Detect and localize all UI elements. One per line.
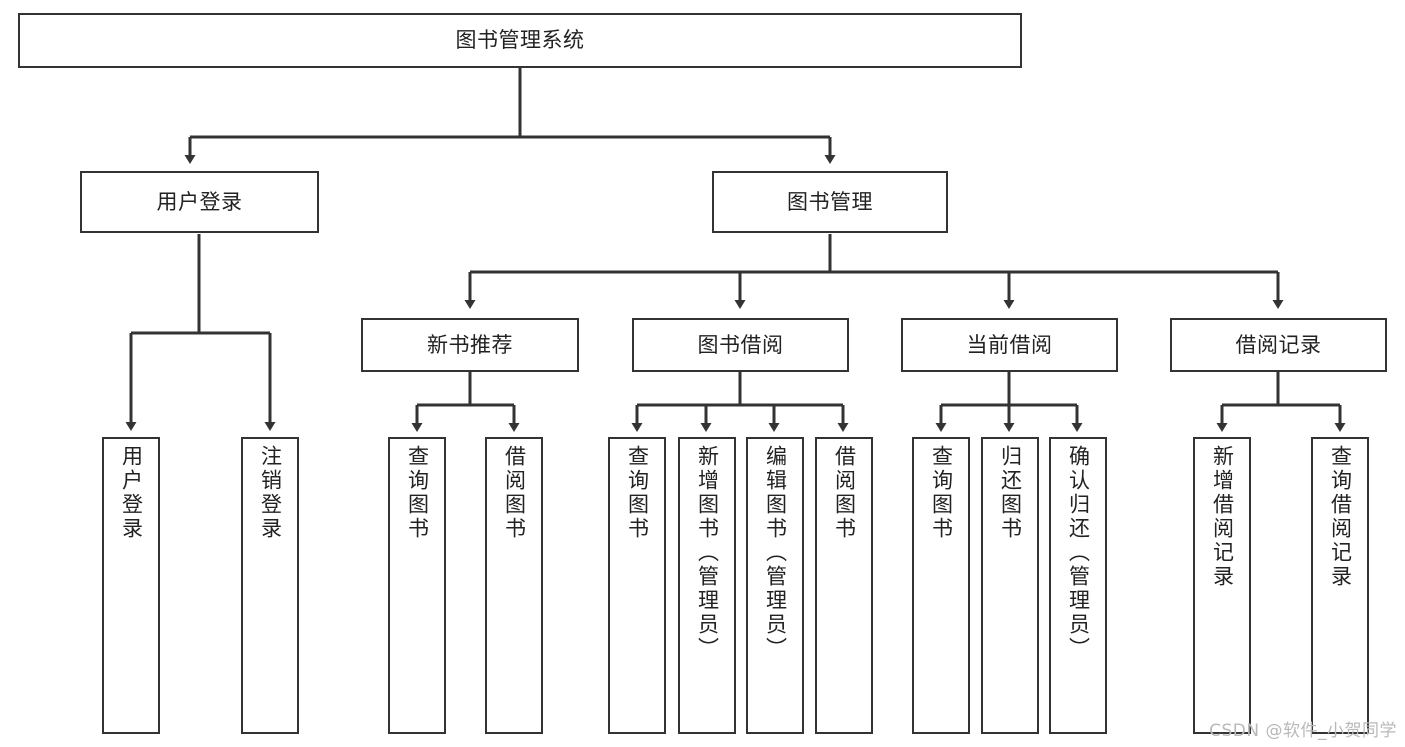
edge-newbook-to-leaves — [411, 372, 520, 432]
leaf-newbook-borrow-books[interactable]: 借阅图书 — [485, 437, 543, 734]
leaf-current-return-books[interactable]: 归还图书 — [981, 437, 1039, 734]
csdn-watermark: CSDN @软件_小贺同学 — [1209, 721, 1397, 741]
leaf-records-add-record[interactable]: 新增借阅记录 — [1193, 437, 1251, 734]
node-label: 查询图书 — [405, 445, 430, 541]
node-label: 图书管理系统 — [455, 28, 585, 53]
edge-records-to-leaves — [1216, 372, 1346, 432]
leaf-current-query-books[interactable]: 查询图书 — [912, 437, 970, 734]
node-book-borrowing[interactable]: 图书借阅 — [632, 318, 849, 372]
node-label: 当前借阅 — [966, 332, 1053, 357]
node-label: 查询图书 — [929, 445, 954, 541]
edge-login-to-leaves — [125, 234, 276, 431]
node-label: 确认归还（管理员） — [1066, 445, 1091, 661]
leaf-newbook-query-books[interactable]: 查询图书 — [388, 437, 446, 734]
edge-bookmgmt-to-level3 — [464, 234, 1284, 309]
node-root-book-management-system[interactable]: 图书管理系统 — [18, 13, 1022, 68]
leaf-user-login[interactable]: 用户登录 — [102, 437, 160, 734]
node-label: 新书推荐 — [427, 332, 513, 357]
node-label: 图书借阅 — [697, 332, 784, 357]
leaf-borrow-lend-books[interactable]: 借阅图书 — [815, 437, 873, 734]
node-label: 用户登录 — [156, 189, 243, 214]
node-label: 借阅图书 — [502, 445, 527, 541]
node-book-management[interactable]: 图书管理 — [712, 171, 948, 233]
node-label: 注销登录 — [258, 445, 283, 541]
leaf-borrow-query-books[interactable]: 查询图书 — [608, 437, 666, 734]
node-label: 借阅图书 — [832, 445, 857, 541]
node-borrowing-records[interactable]: 借阅记录 — [1170, 318, 1387, 372]
node-label: 归还图书 — [998, 445, 1023, 541]
node-label: 新增图书（管理员） — [695, 445, 720, 661]
node-user-login[interactable]: 用户登录 — [80, 171, 319, 233]
node-label: 新增借阅记录 — [1210, 445, 1235, 589]
node-current-borrowing[interactable]: 当前借阅 — [901, 318, 1118, 372]
node-new-book-recommendation[interactable]: 新书推荐 — [361, 318, 579, 372]
leaf-borrow-edit-book-admin[interactable]: 编辑图书（管理员） — [746, 437, 804, 734]
edge-root-to-level2 — [184, 68, 836, 164]
node-label: 查询借阅记录 — [1328, 445, 1353, 589]
node-label: 用户登录 — [119, 445, 144, 541]
edge-current-to-leaves — [935, 372, 1083, 432]
node-label: 图书管理 — [787, 189, 873, 214]
node-label: 编辑图书（管理员） — [763, 445, 788, 661]
edge-borrow-to-leaves — [631, 372, 849, 432]
leaf-borrow-add-book-admin[interactable]: 新增图书（管理员） — [678, 437, 736, 734]
leaf-records-query-record[interactable]: 查询借阅记录 — [1311, 437, 1369, 734]
node-label: 借阅记录 — [1235, 332, 1322, 357]
node-label: 查询图书 — [625, 445, 650, 541]
leaf-current-confirm-return-admin[interactable]: 确认归还（管理员） — [1049, 437, 1107, 734]
leaf-user-logout[interactable]: 注销登录 — [241, 437, 299, 734]
